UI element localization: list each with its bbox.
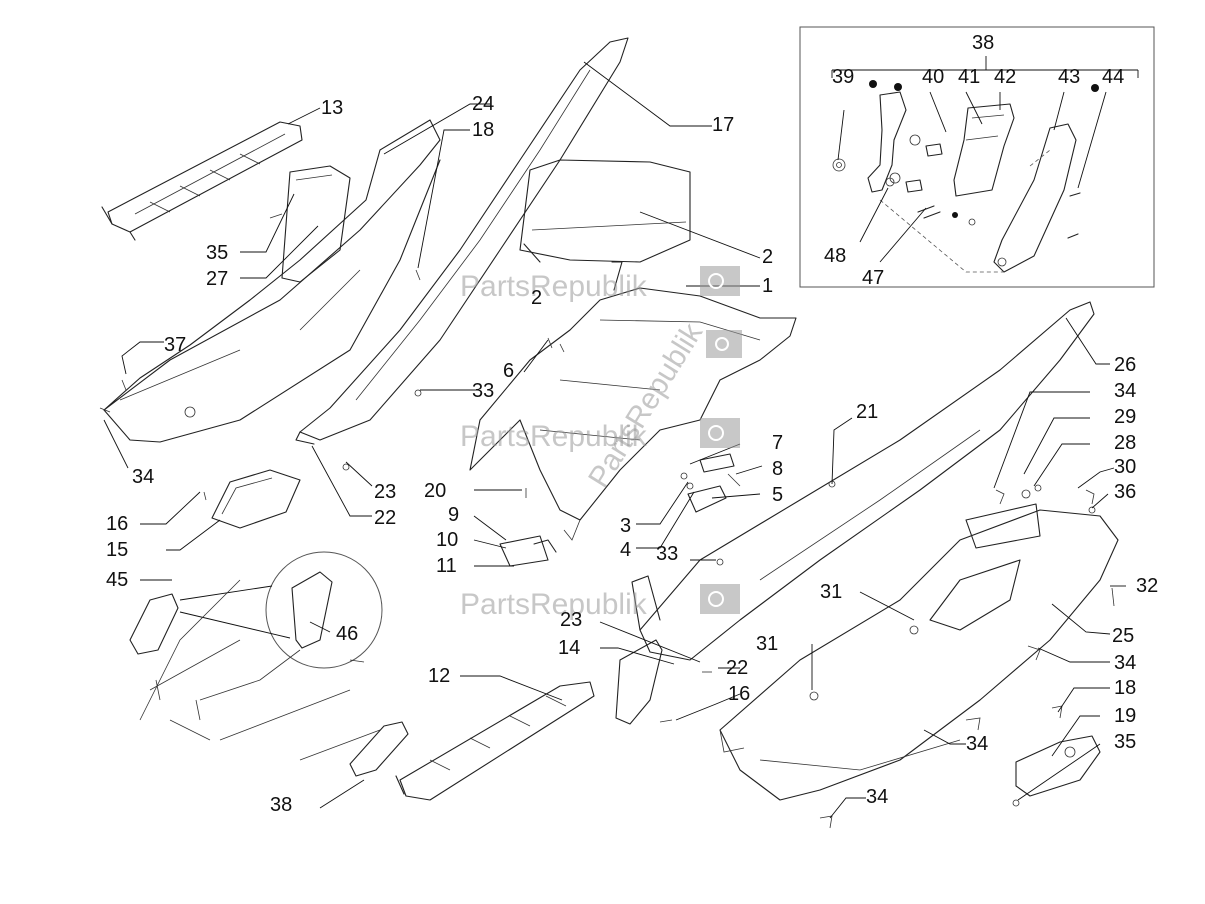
rear-assembly-1 xyxy=(469,243,797,541)
part-label: 18 xyxy=(472,119,494,141)
footboard-25 xyxy=(719,503,1119,801)
part-label: 15 xyxy=(106,539,128,561)
part-label: 32 xyxy=(1136,575,1158,597)
part-label: 4 xyxy=(620,539,631,561)
part-label: 34 xyxy=(1114,652,1136,674)
part-label: 23 xyxy=(560,609,582,631)
part-label: 23 xyxy=(374,481,396,503)
leader-lines xyxy=(103,61,1126,819)
frame-sketch xyxy=(139,579,381,761)
gear-icon xyxy=(700,266,740,296)
trim-14 xyxy=(615,639,663,725)
part-label: 24 xyxy=(472,93,494,115)
part-label: 22 xyxy=(374,507,396,529)
part-label: 26 xyxy=(1114,354,1136,376)
part-label: 18 xyxy=(1114,677,1136,699)
watermark-text: PartsRepublik xyxy=(460,270,648,303)
part-label: 9 xyxy=(448,504,459,526)
part-label: 35 xyxy=(1114,731,1136,753)
watermark-3: PartsRepublik xyxy=(460,584,740,621)
glove-box-2 xyxy=(519,159,691,263)
watermark-4: PartsRepublik xyxy=(582,317,742,494)
part-label: 31 xyxy=(820,581,842,603)
trim-15 xyxy=(211,469,301,529)
watermark-text: PartsRepublik xyxy=(460,588,648,621)
clips-group xyxy=(499,453,741,567)
part-label: 46 xyxy=(336,623,358,645)
gear-icon xyxy=(700,584,740,614)
part-label: 21 xyxy=(856,401,878,423)
part-label: 19 xyxy=(1114,705,1136,727)
gear-icon xyxy=(700,418,740,448)
part-label: 42 xyxy=(994,66,1016,88)
part-label: 36 xyxy=(1114,481,1136,503)
part-label: 1 xyxy=(762,275,773,297)
part-label: 38 xyxy=(270,794,292,816)
part-label: 34 xyxy=(132,466,154,488)
part-label: 31 xyxy=(756,633,778,655)
part-label: 10 xyxy=(436,529,458,551)
part-label: 44 xyxy=(1102,66,1124,88)
part-label: 45 xyxy=(106,569,128,591)
part-label: 37 xyxy=(164,334,186,356)
detail-circle-46 xyxy=(179,551,383,669)
floor-mat-12 xyxy=(395,681,595,801)
side-panel-24 xyxy=(103,119,441,443)
part-label: 14 xyxy=(558,637,580,659)
part-label: 16 xyxy=(728,683,750,705)
watermark-text: PartsRepublik xyxy=(582,317,709,494)
part-label: 2 xyxy=(762,246,773,268)
part-label: 39 xyxy=(832,66,854,88)
part-label: 33 xyxy=(472,380,494,402)
inset-bracket-39 xyxy=(832,91,907,193)
part-labels: 1 2 2 3 4 5 6 7 8 9 10 11 12 13 14 15 16… xyxy=(106,32,1158,816)
gear-icon xyxy=(706,330,742,358)
part-label: 28 xyxy=(1114,432,1136,454)
part-label: 25 xyxy=(1112,625,1134,647)
inset-bracket-43 xyxy=(993,123,1077,273)
inset-footrest-pad-42 xyxy=(953,103,1015,197)
detail-inset-box xyxy=(799,26,1155,288)
part-label: 43 xyxy=(1058,66,1080,88)
side-cover-19 xyxy=(1015,735,1101,797)
right-side-panel-26 xyxy=(631,301,1095,661)
part-label: 34 xyxy=(966,733,988,755)
part-label: 16 xyxy=(106,513,128,535)
part-label: 47 xyxy=(862,267,884,289)
part-label: 13 xyxy=(321,97,343,119)
part-label: 8 xyxy=(772,458,783,480)
part-label: 41 xyxy=(958,66,980,88)
part-label: 29 xyxy=(1114,406,1136,428)
storage-cover-27 xyxy=(281,165,351,283)
part-label: 34 xyxy=(1114,380,1136,402)
central-strip-17 xyxy=(295,37,629,445)
part-label: 30 xyxy=(1114,456,1136,478)
inset-screws xyxy=(889,134,1081,239)
part-label: 3 xyxy=(620,515,631,537)
part-label: 11 xyxy=(436,555,457,577)
small-fasteners xyxy=(99,213,1115,829)
watermark-1: PartsRepublik xyxy=(460,266,740,303)
part-label: 34 xyxy=(866,786,888,808)
part-label: 5 xyxy=(772,484,783,506)
part-label: 40 xyxy=(922,66,944,88)
footrest-38 xyxy=(349,721,409,777)
part-label: 35 xyxy=(206,242,228,264)
part-label: 17 xyxy=(712,114,734,136)
part-label: 27 xyxy=(206,268,228,290)
part-label: 48 xyxy=(824,245,846,267)
part-label: 7 xyxy=(772,432,783,454)
footrest-45 xyxy=(129,593,179,655)
part-label: 38 xyxy=(972,32,994,54)
part-label: 2 xyxy=(531,287,542,309)
part-label: 12 xyxy=(428,665,450,687)
part-label: 22 xyxy=(726,657,748,679)
floor-mat-13 xyxy=(101,121,303,241)
watermark-2: PartsRepublik xyxy=(460,418,740,453)
watermark-text: PartsRepublik xyxy=(460,420,648,453)
part-label: 33 xyxy=(656,543,678,565)
part-label: 6 xyxy=(503,360,514,382)
part-label: 20 xyxy=(424,480,446,502)
